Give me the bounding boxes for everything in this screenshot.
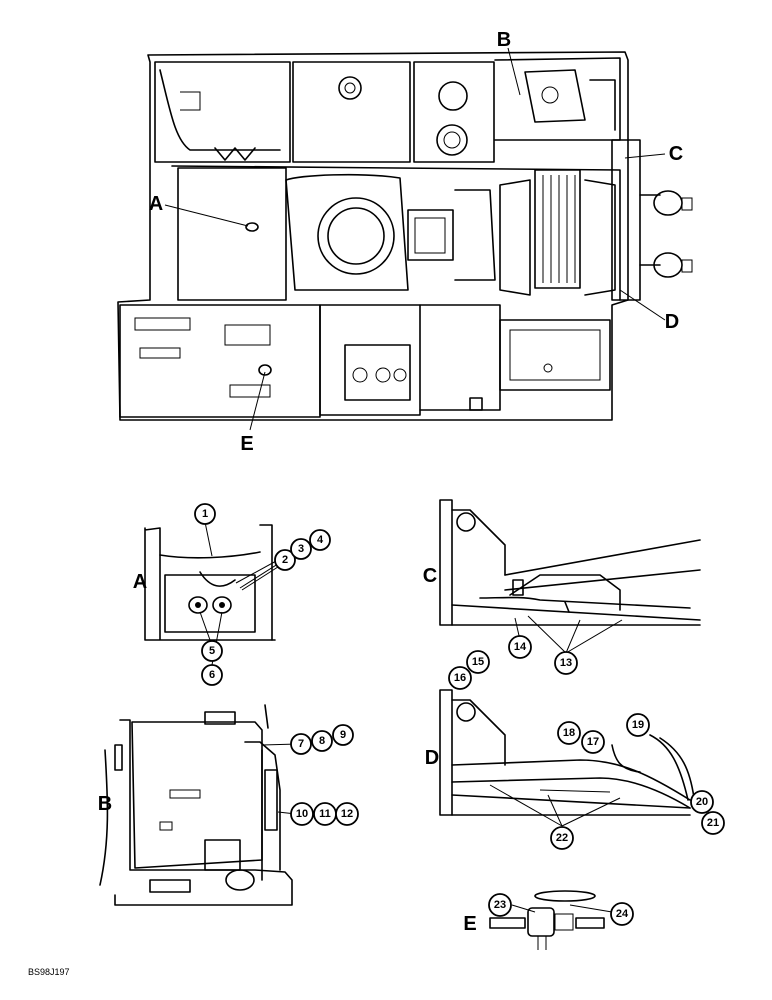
callout-12-label: 12 — [341, 808, 353, 820]
callout-16: 16 — [448, 666, 472, 690]
callout-24-label: 24 — [616, 908, 629, 920]
callout-23: 23 — [488, 893, 512, 917]
callout-15: 15 — [466, 650, 490, 674]
callout-19-label: 19 — [632, 719, 644, 731]
callout-11-label: 11 — [319, 808, 331, 820]
detail-label-C: C — [423, 565, 437, 587]
callout-9: 9 — [332, 724, 354, 746]
detail-label-D: D — [425, 747, 439, 769]
callout-22-label: 22 — [556, 832, 568, 844]
callout-5-label: 5 — [209, 645, 215, 657]
callout-8: 8 — [311, 730, 333, 752]
callout-14-label: 14 — [514, 641, 527, 653]
callout-3-label: 3 — [298, 543, 304, 555]
callout-17: 17 — [581, 730, 605, 754]
callout-12: 12 — [335, 802, 359, 826]
callout-10: 10 — [290, 802, 314, 826]
callout-1-label: 1 — [202, 508, 208, 520]
main-label-A: A — [149, 193, 163, 215]
detail-B — [99, 704, 299, 906]
main-label-B: B — [497, 29, 511, 51]
callout-7: 7 — [290, 733, 312, 755]
main-label-D: D — [665, 311, 679, 333]
callout-17-label: 17 — [587, 736, 599, 748]
callout-21: 21 — [701, 811, 725, 835]
main-label-E: E — [240, 433, 253, 455]
detail-D — [439, 689, 695, 827]
callout-24: 24 — [610, 902, 634, 926]
callout-6-label: 6 — [209, 669, 215, 681]
main-top-view — [117, 51, 693, 421]
callout-6: 6 — [201, 664, 223, 686]
callout-2-label: 2 — [282, 554, 288, 566]
callout-13-label: 13 — [560, 657, 572, 669]
detail-A — [144, 521, 321, 666]
reference-code: BS98J197 — [28, 967, 70, 977]
callout-18: 18 — [557, 721, 581, 745]
detail-label-E: E — [463, 913, 476, 935]
detail-E — [489, 890, 613, 950]
callout-10-label: 10 — [296, 808, 308, 820]
callout-4-label: 4 — [317, 534, 324, 546]
callout-11: 11 — [313, 802, 337, 826]
detail-C — [439, 499, 701, 654]
callout-16-label: 16 — [454, 672, 466, 684]
callout-19: 19 — [626, 713, 650, 737]
callout-4: 4 — [309, 529, 331, 551]
callout-20-label: 20 — [696, 796, 708, 808]
callout-14: 14 — [508, 635, 532, 659]
callout-22: 22 — [550, 826, 574, 850]
detail-label-A: A — [133, 571, 147, 593]
callout-8-label: 8 — [319, 735, 325, 747]
callout-13: 13 — [554, 651, 578, 675]
callout-15-label: 15 — [472, 656, 484, 668]
callout-21-label: 21 — [707, 817, 719, 829]
callout-23-label: 23 — [494, 899, 506, 911]
main-label-C: C — [669, 143, 683, 165]
callout-9-label: 9 — [340, 729, 346, 741]
callout-1: 1 — [194, 503, 216, 525]
callout-5: 5 — [201, 640, 223, 662]
callout-20: 20 — [690, 790, 714, 814]
callout-3: 3 — [290, 538, 312, 560]
main-view-leaders — [164, 47, 666, 431]
callout-2: 2 — [274, 549, 296, 571]
detail-label-B: B — [98, 793, 112, 815]
callout-7-label: 7 — [298, 738, 304, 750]
callout-18-label: 18 — [563, 727, 575, 739]
